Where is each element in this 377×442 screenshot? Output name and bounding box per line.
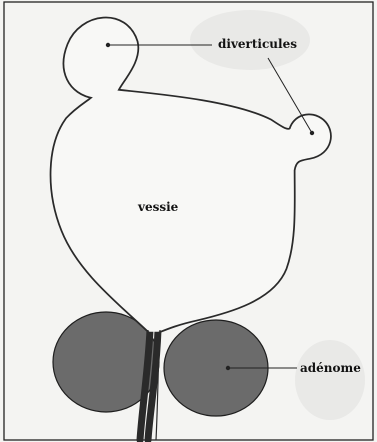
label-vessie: vessie: [138, 200, 178, 214]
label-adenome: adénome: [300, 361, 361, 375]
label-diverticules: diverticules: [218, 37, 297, 51]
leader-dot-diverticule-right: [310, 131, 314, 135]
leader-dot-diverticule-left: [106, 43, 110, 47]
bladder-lumen: [53, 20, 328, 330]
leader-dot-adenome: [226, 366, 230, 370]
